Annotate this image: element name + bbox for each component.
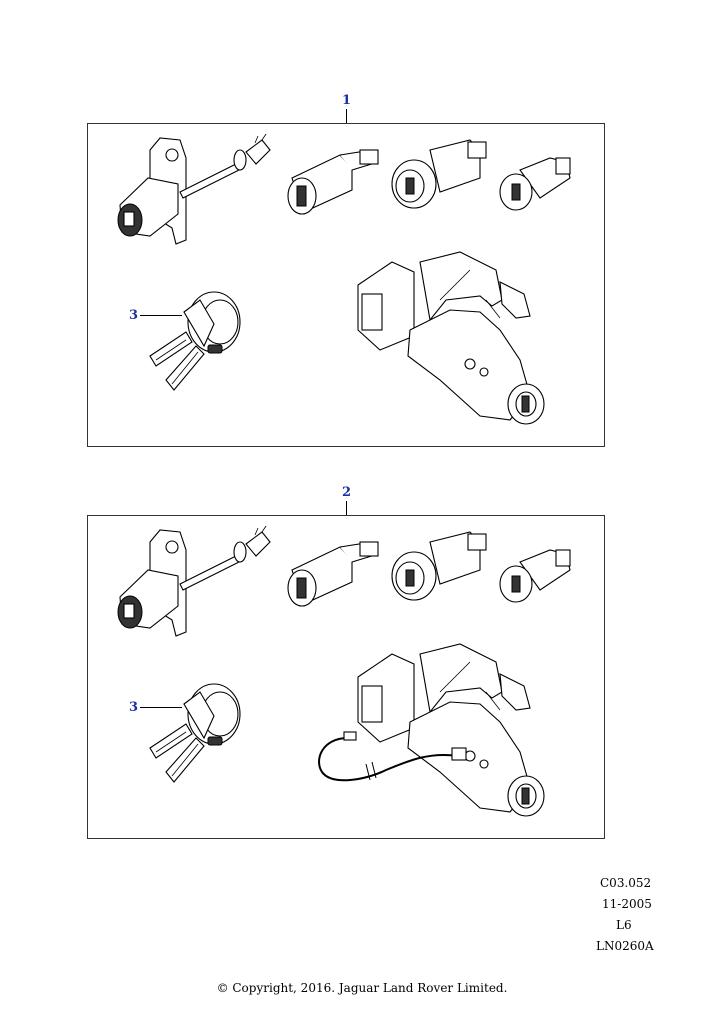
kit-panel-2	[87, 515, 605, 839]
kit-1-parts	[117, 133, 571, 425]
issue-date: 11-2005	[602, 897, 652, 911]
callout-keys-2[interactable]: 3	[129, 700, 139, 715]
immobiliser-cable-icon	[318, 731, 467, 782]
callout-keys-1[interactable]: 3	[129, 308, 139, 323]
kit-2-parts	[117, 525, 571, 817]
illustration-code: LN0260A	[596, 939, 654, 953]
leader-keys-1	[140, 315, 182, 316]
leader-kit-1	[346, 109, 347, 123]
copyright-text: © Copyright, 2016. Jaguar Land Rover Lim…	[216, 981, 508, 995]
level-code: L6	[616, 918, 632, 932]
ref-code: C03.052	[600, 876, 652, 890]
callout-kit-1[interactable]: 1	[342, 93, 352, 108]
callout-kit-2[interactable]: 2	[342, 485, 352, 500]
leader-keys-2	[140, 707, 182, 708]
kit-panel-1	[87, 123, 605, 447]
leader-kit-2	[346, 501, 347, 515]
